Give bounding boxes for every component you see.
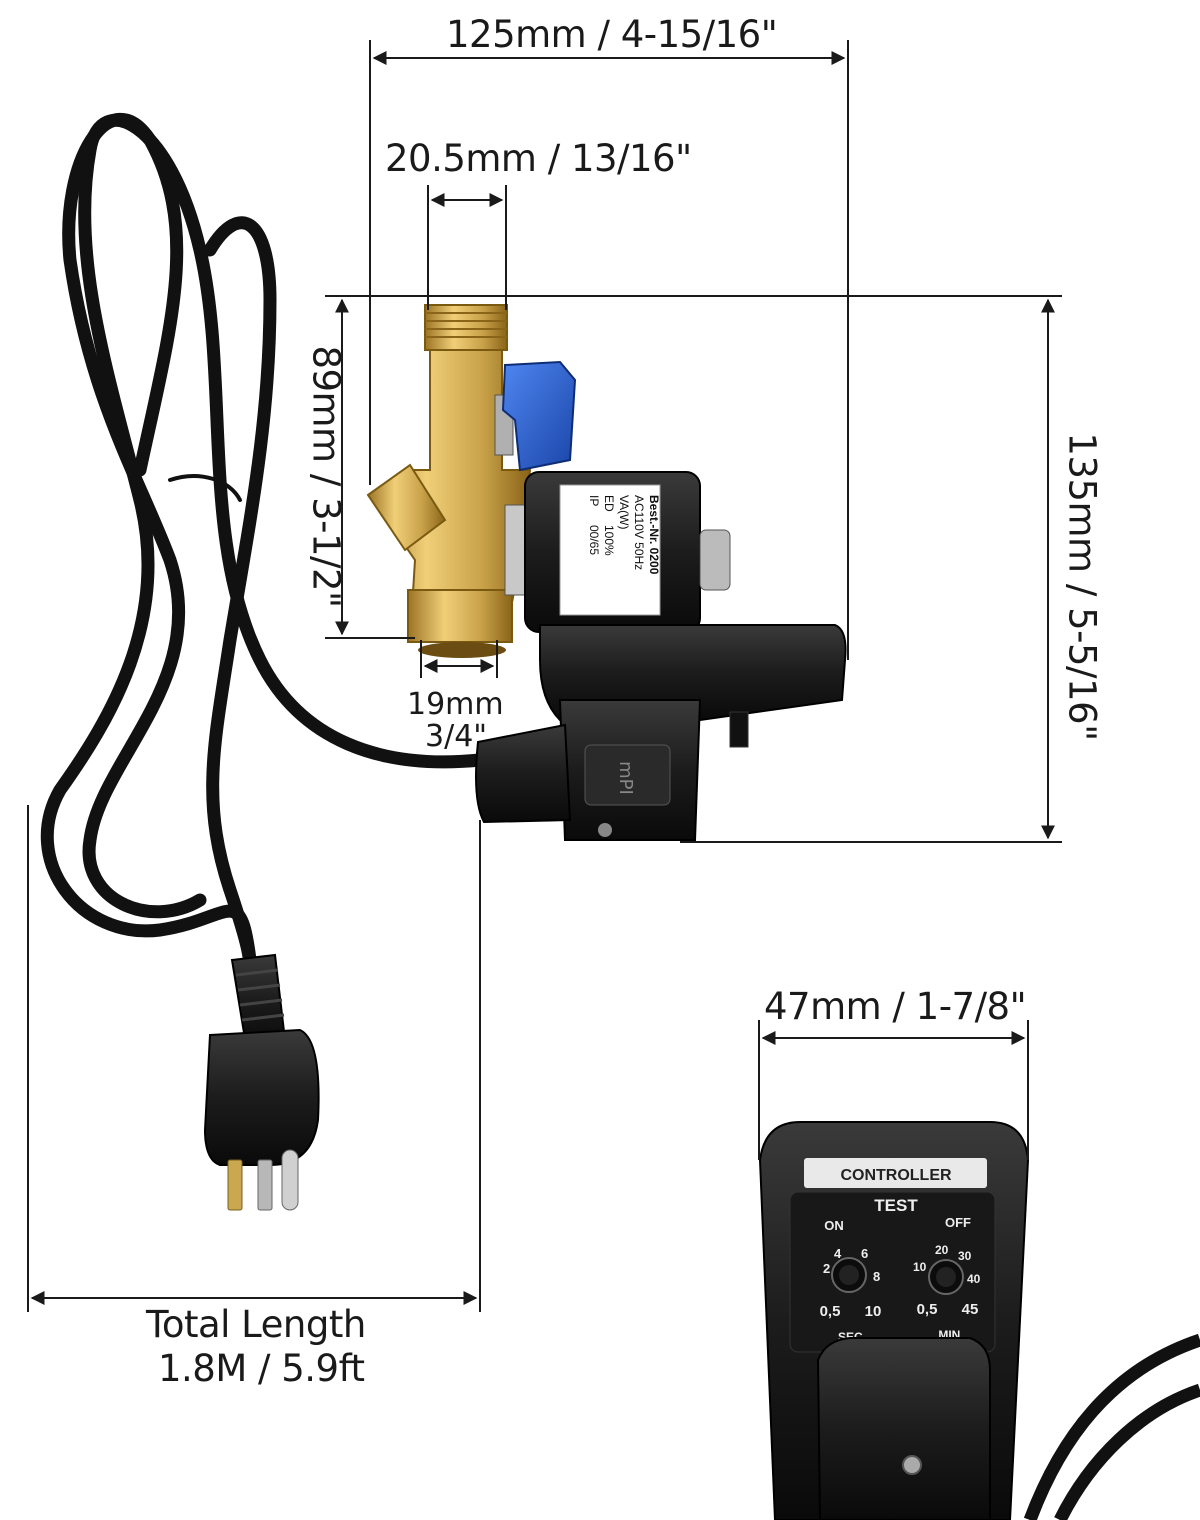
power-cord bbox=[40, 112, 487, 977]
svg-text:VA(W): VA(W) bbox=[617, 495, 631, 529]
solenoid-nameplate: Best.-Nr. 0200 AC110V 50Hz VA(W) ED 100%… bbox=[587, 495, 661, 575]
svg-text:10: 10 bbox=[913, 1260, 927, 1274]
svg-text:ED: ED bbox=[602, 495, 616, 512]
svg-text:Best.-Nr. 0200: Best.-Nr. 0200 bbox=[647, 495, 661, 575]
brass-strainer-body bbox=[366, 304, 532, 658]
outlet-size-label-1: 19mm bbox=[407, 687, 504, 722]
svg-text:2: 2 bbox=[823, 1261, 830, 1276]
svg-text:40: 40 bbox=[967, 1272, 981, 1286]
dimension-lines bbox=[27, 40, 1062, 1312]
controller-closeup: CONTROLLER TEST ON OFF 2 4 6 8 0,5 10 SE… bbox=[758, 1121, 1200, 1520]
svg-text:mPI: mPI bbox=[615, 761, 636, 795]
off-label: OFF bbox=[945, 1215, 971, 1230]
svg-text:6: 6 bbox=[861, 1246, 868, 1261]
svg-text:AC110V 50Hz: AC110V 50Hz bbox=[632, 495, 646, 570]
off-time-dial[interactable] bbox=[928, 1259, 964, 1295]
solenoid-coil: Best.-Nr. 0200 AC110V 50Hz VA(W) ED 100%… bbox=[504, 471, 731, 633]
cord-length-label-1: Total Length bbox=[146, 1303, 366, 1346]
svg-text:30: 30 bbox=[958, 1249, 972, 1263]
cord-length-label-2: 1.8M / 5.9ft bbox=[158, 1347, 365, 1390]
svg-text:0,5: 0,5 bbox=[917, 1301, 938, 1318]
test-button[interactable] bbox=[729, 711, 749, 748]
svg-text:00/65: 00/65 bbox=[587, 525, 601, 555]
controller-width-label: 47mm / 1-7/8" bbox=[764, 985, 1027, 1028]
timer-housing: mPI bbox=[475, 624, 847, 841]
svg-text:0,5: 0,5 bbox=[820, 1303, 841, 1320]
test-label: TEST bbox=[874, 1196, 918, 1215]
svg-text:IP: IP bbox=[587, 495, 601, 506]
total-height-label: 135mm / 5-5/16" bbox=[1060, 432, 1104, 741]
controller-header: CONTROLLER bbox=[840, 1167, 952, 1184]
svg-text:10: 10 bbox=[865, 1303, 882, 1320]
svg-text:4: 4 bbox=[834, 1246, 842, 1261]
inlet-width-label: 20.5mm / 13/16" bbox=[385, 137, 692, 180]
svg-text:8: 8 bbox=[873, 1269, 880, 1284]
svg-text:100%: 100% bbox=[602, 525, 616, 556]
svg-text:20: 20 bbox=[935, 1243, 949, 1257]
overall-width-label: 125mm / 4-15/16" bbox=[446, 13, 778, 56]
on-label: ON bbox=[824, 1218, 844, 1233]
svg-text:45: 45 bbox=[962, 1301, 979, 1318]
on-time-dial[interactable] bbox=[831, 1257, 867, 1293]
ball-valve-handle[interactable] bbox=[494, 360, 577, 472]
outlet-size-label-2: 3/4" bbox=[425, 719, 488, 754]
power-plug bbox=[203, 953, 320, 1211]
body-height-label: 89mm / 3-1/2" bbox=[304, 345, 348, 608]
